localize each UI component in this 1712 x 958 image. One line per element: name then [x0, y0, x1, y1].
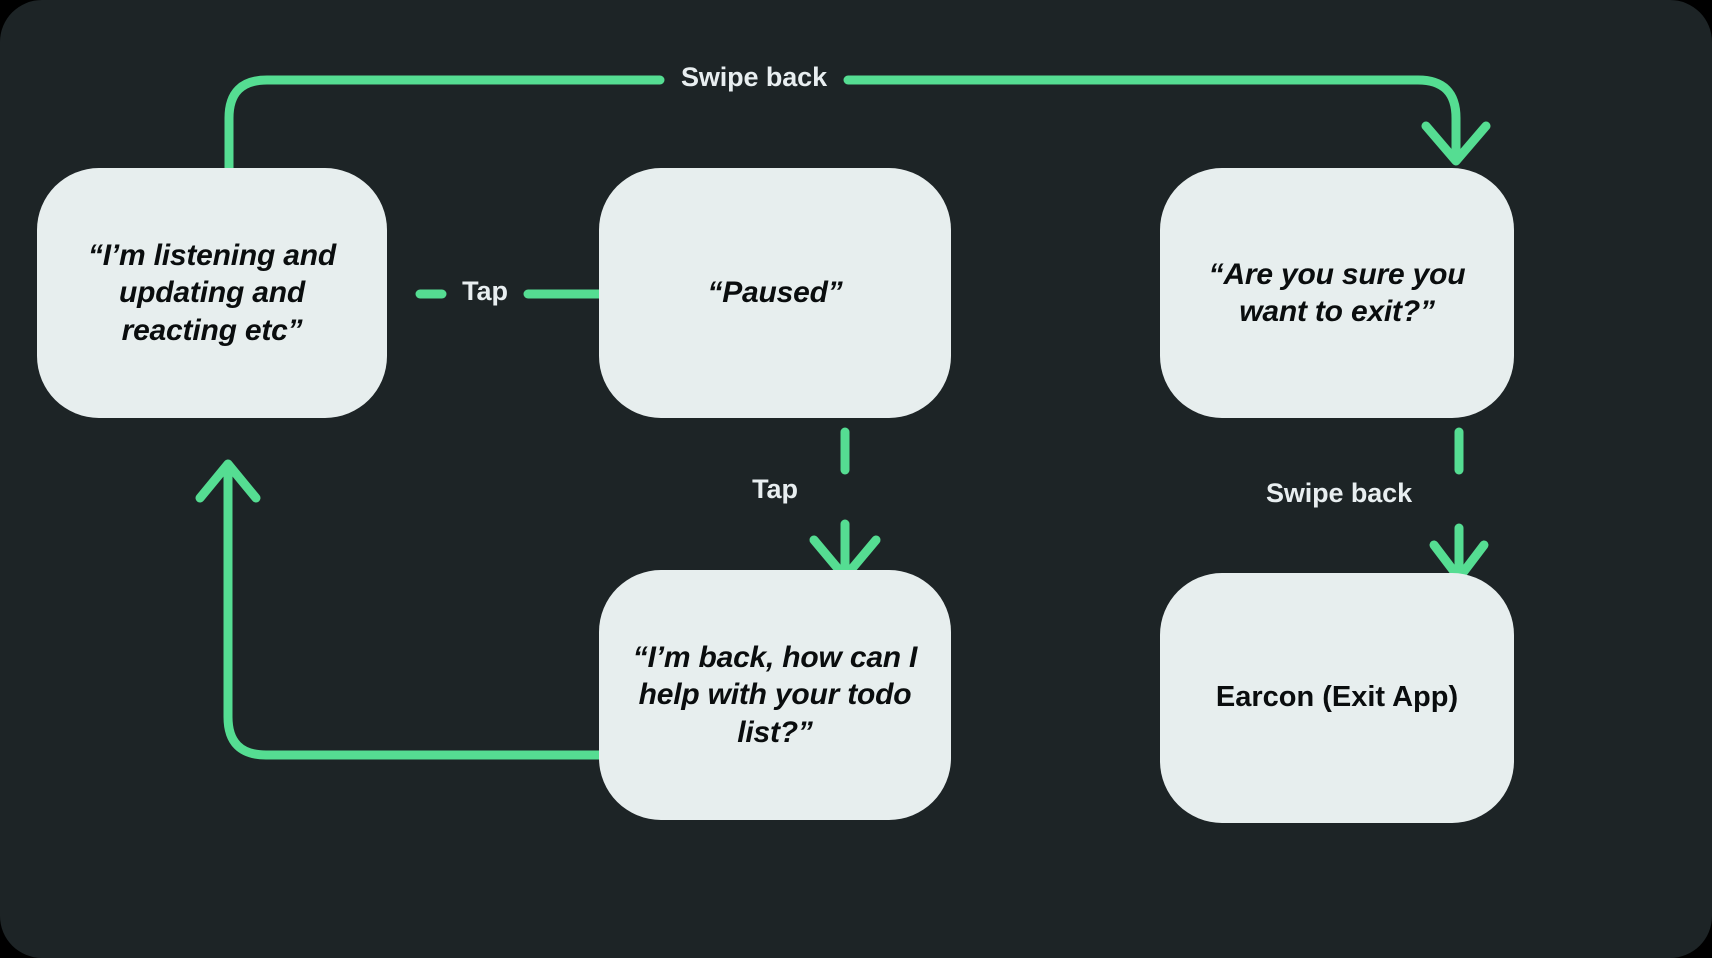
edge-back-to-listening [223, 467, 645, 760]
edge-label-tap-listening-paused: Tap [462, 276, 508, 306]
node-listening[interactable]: “I’m listening and updating and reacting… [37, 168, 387, 418]
node-paused-label: “Paused” [707, 276, 843, 310]
arrowhead-up-listening [195, 459, 261, 503]
edge-label-swipe-back-top: Swipe back [680, 62, 828, 92]
node-paused[interactable]: “Paused” [599, 168, 951, 418]
edge-label-swipe-back-confirm-earcon: Swipe back [1265, 478, 1413, 508]
edge-label-tap-paused-back: Tap [752, 474, 798, 504]
node-back[interactable]: “I’m back, how can I help with your todo… [599, 570, 951, 820]
node-confirm-label: “Are you sure you want to exit?” [1208, 257, 1466, 328]
node-earcon[interactable]: Earcon (Exit App) [1160, 573, 1514, 823]
node-earcon-label: Earcon (Exit App) [1215, 681, 1459, 714]
edge-listening-to-confirm-left-segment [224, 75, 665, 173]
node-back-label: “I’m back, how can I help with your todo… [632, 641, 918, 749]
arrowhead-down-confirm [1421, 121, 1491, 166]
edge-listening-to-confirm-right-segment [843, 75, 1461, 159]
node-listening-label: “I’m listening and updating and reacting… [87, 239, 337, 347]
node-confirm[interactable]: “Are you sure you want to exit?” [1160, 168, 1514, 418]
